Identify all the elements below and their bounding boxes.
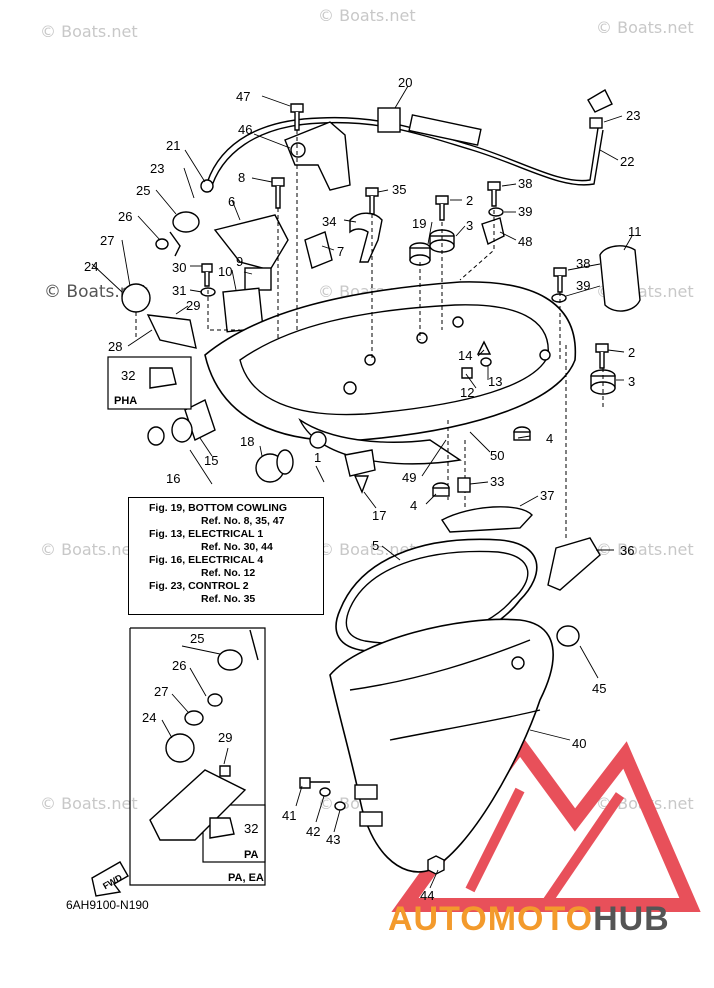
part-number: 38: [576, 256, 590, 271]
part-number: 41: [282, 808, 296, 823]
part-number: 15: [204, 453, 218, 468]
part-number: 38: [518, 176, 532, 191]
part-number: 29: [218, 730, 232, 745]
pa-label: PA: [244, 849, 259, 861]
part-number: 32: [244, 821, 258, 836]
part-number: 7: [337, 244, 344, 259]
part-number: 19: [412, 216, 426, 231]
part-number: 17: [372, 508, 386, 523]
reference-fig-line: Fig. 16, ELECTRICAL 4: [149, 554, 264, 566]
part-number: 31: [172, 283, 186, 298]
part-number: 2: [628, 345, 635, 360]
reference-fig-line: Fig. 19, BOTTOM COWLING: [149, 502, 288, 514]
part-number: 6: [228, 194, 235, 209]
brand-part-2: HUB: [593, 900, 670, 938]
watermark: © Boats.net: [40, 794, 138, 813]
part-number: 12: [460, 385, 474, 400]
part-number: 26: [118, 209, 132, 224]
part-number: 13: [488, 374, 502, 389]
watermark: © Boats.net: [596, 18, 694, 37]
part-number: 50: [490, 448, 504, 463]
pha-label: PHA: [114, 395, 137, 407]
diagram-code: 6AH9100-N190: [66, 898, 149, 912]
reference-ref-line: Ref. No. 12: [201, 567, 256, 579]
part-number: 37: [540, 488, 554, 503]
part-number: 39: [518, 204, 532, 219]
part-number: 10: [218, 264, 232, 279]
part-number: 49: [402, 470, 416, 485]
part-number: 2: [466, 193, 473, 208]
part-number: 30: [172, 260, 186, 275]
brand-wordmark: AUTOMOTOHUB: [388, 900, 670, 939]
part-number: 11: [628, 224, 642, 239]
part-number: 42: [306, 824, 320, 839]
part-number: 3: [628, 374, 635, 389]
reference-fig-line: Fig. 13, ELECTRICAL 1: [149, 528, 264, 540]
part-number: 34: [322, 214, 336, 229]
reference-box: Fig. 19, BOTTOM COWLING Ref. No. 8, 35, …: [128, 497, 324, 615]
part-number: 8: [238, 170, 245, 185]
pa-ea-label: PA, EA: [228, 872, 264, 884]
part-number: 40: [572, 736, 586, 751]
watermark: © Boats.net: [596, 540, 694, 559]
part-number: 32: [121, 368, 135, 383]
watermark: © Boats.net: [40, 22, 138, 41]
part-number: 23: [626, 108, 640, 123]
part-number: 28: [108, 339, 122, 354]
part-number: 23: [150, 161, 164, 176]
watermark: © Boats.net: [318, 6, 416, 25]
part-number: 39: [576, 278, 590, 293]
part-number: 5: [372, 538, 379, 553]
part-number: 24: [142, 710, 156, 725]
part-number: 4: [410, 498, 417, 513]
part-number: 36: [620, 543, 634, 558]
watermark: © Boats.net: [318, 540, 416, 559]
part-number: 46: [238, 122, 252, 137]
part-number: 25: [136, 183, 150, 198]
part-number: 26: [172, 658, 186, 673]
part-number: 47: [236, 89, 250, 104]
part-number: 1: [314, 450, 321, 465]
part-number: 14: [458, 348, 472, 363]
part-number: 16: [166, 471, 180, 486]
watermark: © Boats.net: [40, 540, 138, 559]
part-number: 3: [466, 218, 473, 233]
part-number: 48: [518, 234, 532, 249]
part-number: 29: [186, 298, 200, 313]
reference-fig-line: Fig. 23, CONTROL 2: [149, 580, 249, 592]
drawing-lines: [91, 85, 641, 897]
part-number: 43: [326, 832, 340, 847]
brand-part-1: AUTOMOTO: [388, 900, 594, 938]
part-number: 18: [240, 434, 254, 449]
part-number: 21: [166, 138, 180, 153]
part-number: 24: [84, 259, 98, 274]
part-number: 25: [190, 631, 204, 646]
part-number: 27: [100, 233, 114, 248]
part-number: 22: [620, 154, 634, 169]
part-number: 20: [398, 75, 412, 90]
part-number: 44: [420, 888, 434, 903]
part-number: 45: [592, 681, 606, 696]
part-number: 35: [392, 182, 406, 197]
reference-ref-line: Ref. No. 35: [201, 593, 256, 605]
reference-ref-line: Ref. No. 8, 35, 47: [201, 515, 285, 527]
reference-ref-line: Ref. No. 30, 44: [201, 541, 273, 553]
part-number: 27: [154, 684, 168, 699]
part-number-labels: 47 20 23 22 21 23 25 26 27 24 46 8 6 35 …: [84, 75, 642, 903]
part-number: 33: [490, 474, 504, 489]
part-number: 4: [546, 431, 553, 446]
part-number: 9: [236, 254, 243, 269]
